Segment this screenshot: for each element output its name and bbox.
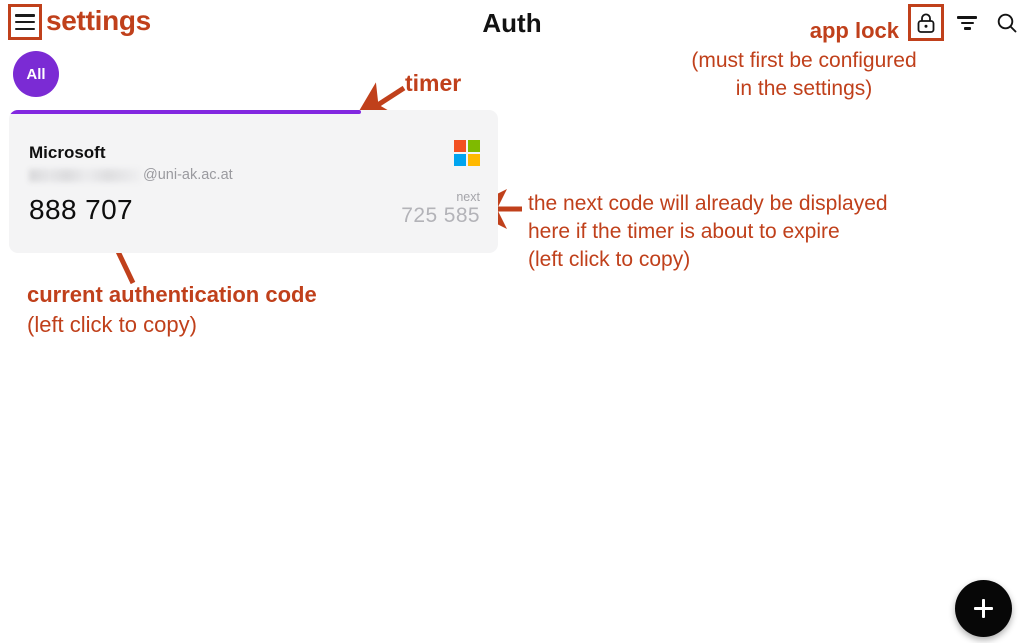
page-title: Auth: [482, 8, 542, 38]
annotation-timer-label: timer: [405, 70, 462, 96]
annotation-current-code-note: current authentication code (left click …: [27, 280, 317, 340]
logo-tile-4: [468, 154, 480, 166]
account-domain: @uni-ak.ac.at: [143, 167, 233, 183]
account-issuer: Microsoft: [29, 143, 106, 162]
otp-timer-bar: [9, 110, 362, 114]
annotation-next-code-note-line1: the next code will already be displayed: [528, 192, 888, 215]
account-card-microsoft[interactable]: Microsoft @uni-ak.ac.at 888 707 next 725…: [9, 110, 498, 253]
annotation-next-code-note-line2: here if the timer is about to expire: [528, 219, 840, 243]
logo-tile-2: [468, 140, 480, 152]
filter-chip-all[interactable]: All: [13, 51, 59, 97]
account-name: @uni-ak.ac.at: [29, 167, 233, 183]
settings-menu-button[interactable]: [8, 4, 42, 40]
plus-icon-vertical: [982, 599, 985, 618]
search-button[interactable]: [990, 6, 1024, 40]
microsoft-logo: [454, 140, 480, 166]
logo-tile-1: [454, 140, 466, 152]
annotation-current-code-note-bold: current authentication code: [27, 282, 317, 307]
filter-sort-icon: [957, 16, 977, 30]
annotation-app-lock-note: (must first be configured in the setting…: [624, 47, 984, 102]
annotation-app-lock-label: app lock: [809, 18, 899, 43]
annotation-next-code-note: the next code will already be displayed …: [528, 190, 998, 274]
padlock-icon: [917, 13, 935, 33]
annotation-next-code-note-line3: (left click to copy): [528, 247, 691, 271]
annotation-current-code-note-sub: (left click to copy): [27, 311, 197, 337]
search-icon: [997, 13, 1017, 33]
annotation-settings-label: settings: [46, 5, 151, 36]
account-name-redacted: [29, 168, 141, 182]
annotation-app-lock-note-line1: (must first be configured: [691, 49, 917, 72]
annotation-app-lock-note-line2: in the settings): [735, 76, 873, 100]
add-account-fab[interactable]: [955, 580, 1012, 637]
hamburger-menu-icon: [15, 14, 35, 30]
current-otp-code[interactable]: 888 707: [29, 194, 134, 225]
next-otp-code[interactable]: 725 585: [401, 204, 480, 227]
filter-sort-button[interactable]: [950, 6, 984, 40]
app-lock-button[interactable]: [908, 4, 944, 41]
logo-tile-3: [454, 154, 466, 166]
next-code-label: next: [456, 190, 480, 204]
